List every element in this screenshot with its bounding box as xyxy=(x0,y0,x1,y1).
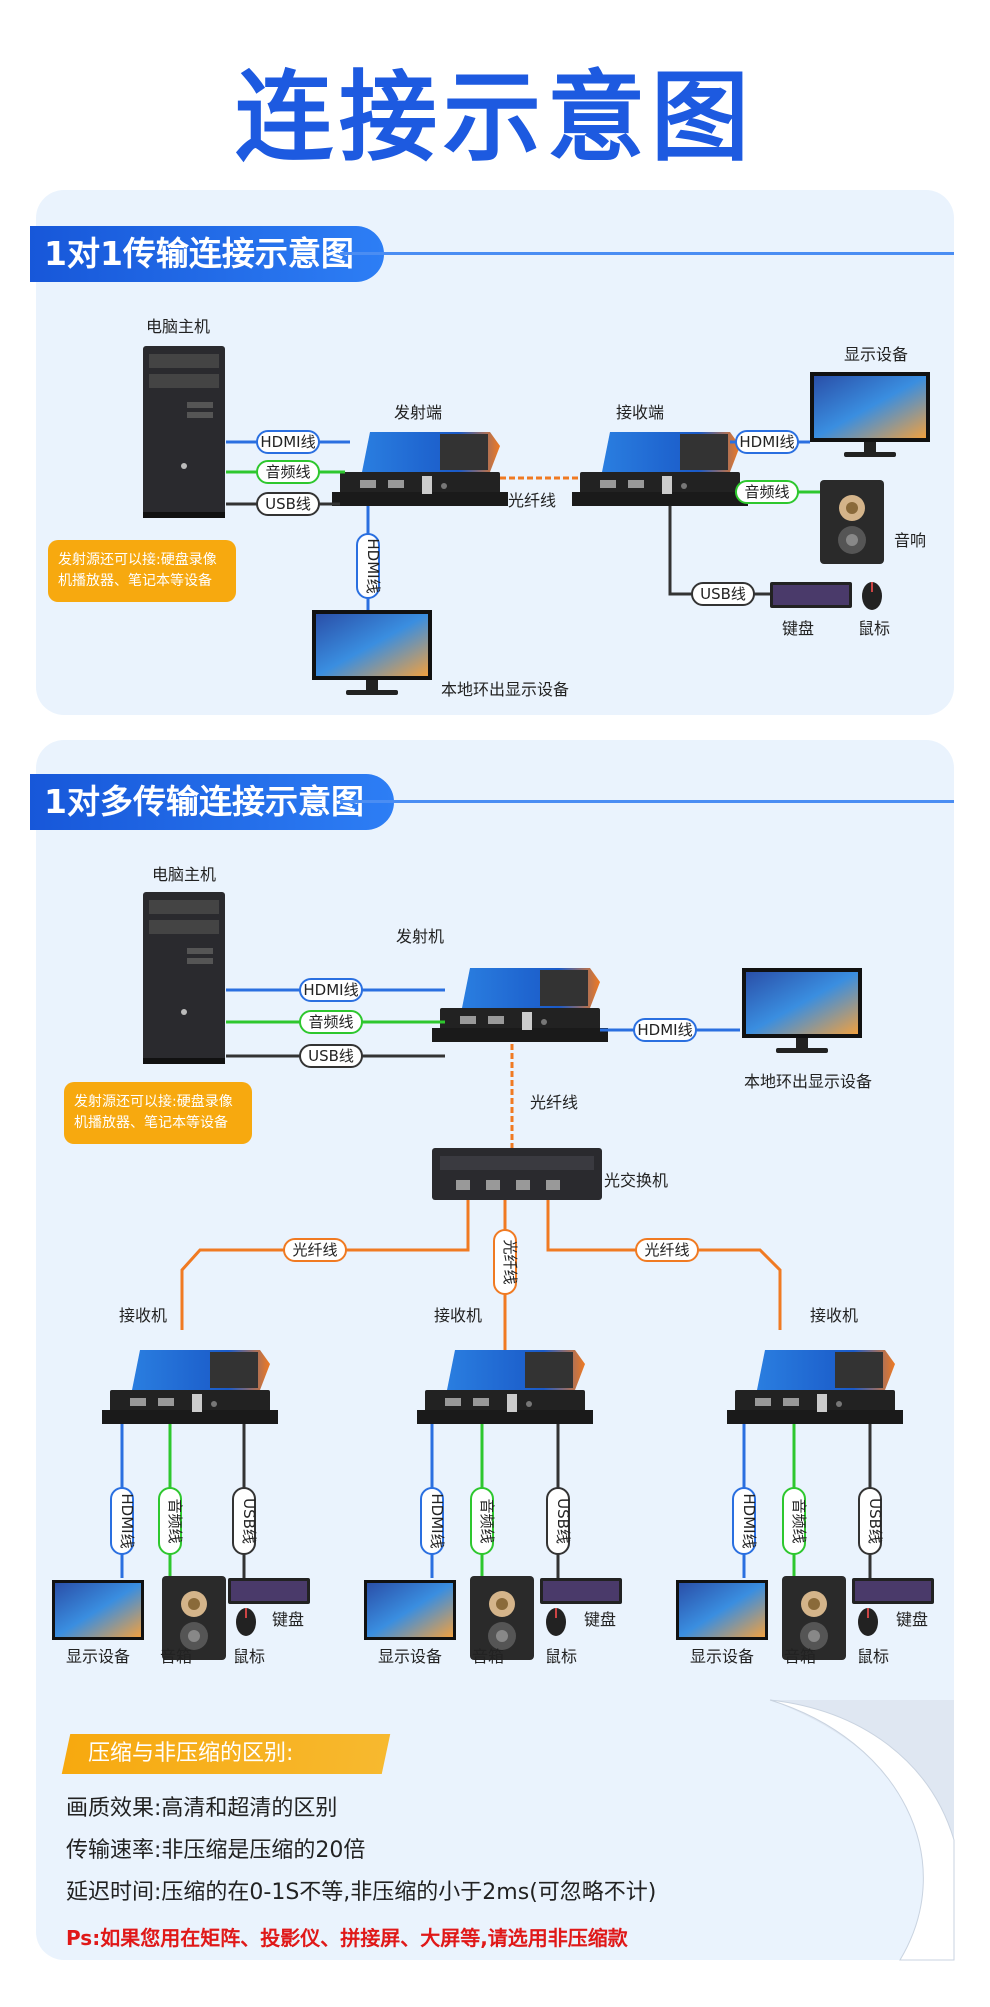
s2-fiber-label-top: 光纤线 xyxy=(530,1093,578,1112)
s2-rx1-usb-pill: USB线 xyxy=(240,1498,258,1544)
s1-speaker xyxy=(820,480,884,564)
section1-divider xyxy=(340,252,954,255)
s1-transmitter xyxy=(332,432,508,506)
difference-line-2: 传输速率:非压缩是压缩的20倍 xyxy=(66,1838,366,1863)
s2-rx2-usb-pill: USB线 xyxy=(554,1498,572,1544)
s2-fiber-right xyxy=(546,1200,782,1330)
s2-rx3-mouse-label: 鼠标 xyxy=(857,1647,889,1666)
s2-rx2-keyboard-label: 键盘 xyxy=(584,1610,616,1629)
s2-switch-label: 光交换机 xyxy=(604,1171,668,1190)
s1-local-display xyxy=(312,610,432,695)
s1-source-note: 发射源还可以接:硬盘录像机播放器、笔记本等设备 xyxy=(48,540,236,602)
page-title: 连接示意图 xyxy=(234,61,755,175)
section2-tab: 1对多传输连接示意图 xyxy=(30,774,394,830)
s2-rx3-hdmi-pill: HDMI线 xyxy=(740,1493,758,1548)
s2-source-note: 发射源还可以接:硬盘录像机播放器、笔记本等设备 xyxy=(64,1082,252,1144)
s2-rx3-speaker-label: 音箱 xyxy=(784,1647,816,1666)
s1-hdmi-pill: HDMI线 xyxy=(260,433,315,451)
s2-pc-tower xyxy=(143,892,225,1064)
s1-display-label: 显示设备 xyxy=(844,345,908,364)
s1-keyboard-label: 键盘 xyxy=(782,619,814,638)
s1-local-display-label: 本地环出显示设备 xyxy=(441,680,569,699)
s2-receiver-group-1: 接收机 HDMI线 音频线 USB线 显示设备 音箱 鼠标 键盘 xyxy=(52,1306,310,1666)
s2-rx1-hdmi-pill: HDMI线 xyxy=(118,1493,136,1548)
s1-tx-label: 发射端 xyxy=(394,403,442,422)
s2-rx3-label: 接收机 xyxy=(810,1306,858,1325)
s2-rx1-keyboard-label: 键盘 xyxy=(272,1610,304,1629)
s2-hdmi-pill: HDMI线 xyxy=(303,981,358,999)
s2-pc-label: 电脑主机 xyxy=(152,865,216,884)
s2-local-display xyxy=(742,968,862,1053)
s1-usb-pill: USB线 xyxy=(265,495,311,513)
s2-fiber-pill-right: 光纤线 xyxy=(644,1241,689,1259)
s2-rx3-audio-pill: 音频线 xyxy=(790,1498,808,1543)
s2-rx2-audio-pill: 音频线 xyxy=(478,1498,496,1543)
ps-warning: Ps:如果您用在矩阵、投影仪、拼接屏、大屏等,请选用非压缩款 xyxy=(66,1926,628,1950)
s1-audio-pill: 音频线 xyxy=(265,463,310,481)
section1-tab: 1对1传输连接示意图 xyxy=(30,226,384,282)
s2-audio-pill: 音频线 xyxy=(308,1013,353,1031)
s2-rx2-speaker-label: 音箱 xyxy=(472,1647,504,1666)
s2-rx2-hdmi-pill: HDMI线 xyxy=(428,1493,446,1548)
s2-fiber-pill-center: 光纤线 xyxy=(501,1239,519,1284)
s1-local-hdmi-pill: HDMI线 xyxy=(364,538,382,593)
s2-rx1-mouse-label: 鼠标 xyxy=(233,1647,265,1666)
difference-line-3: 延迟时间:压缩的在0-1S不等,非压缩的小于2ms(可忽略不计) xyxy=(66,1880,657,1905)
s2-rx2-display-label: 显示设备 xyxy=(378,1647,442,1666)
s1-display xyxy=(810,372,930,457)
s2-rx1-speaker-label: 音箱 xyxy=(160,1647,192,1666)
s2-fiber-pill-left: 光纤线 xyxy=(292,1241,337,1259)
s2-rx3-display-label: 显示设备 xyxy=(690,1647,754,1666)
s1-rx-audio-pill: 音频线 xyxy=(744,483,789,501)
s2-local-hdmi-pill: HDMI线 xyxy=(637,1021,692,1039)
s2-fiber-left xyxy=(180,1200,470,1330)
s1-pc-tower xyxy=(143,346,225,518)
s2-local-display-label: 本地环出显示设备 xyxy=(744,1072,872,1091)
s2-usb-pill: USB线 xyxy=(308,1047,354,1065)
s1-pc-label: 电脑主机 xyxy=(146,317,210,336)
s2-rx3-keyboard-label: 键盘 xyxy=(896,1610,928,1629)
s1-receiver xyxy=(572,432,748,506)
difference-heading-text: 压缩与非压缩的区别: xyxy=(88,1741,294,1766)
s1-rx-usb-pill: USB线 xyxy=(700,585,746,603)
s2-receiver-group-3: 接收机 HDMI线 音频线 USB线 显示设备 音箱 鼠标 键盘 xyxy=(676,1306,934,1666)
s1-mouse-label: 鼠标 xyxy=(858,619,890,638)
s2-rx1-audio-pill: 音频线 xyxy=(166,1498,184,1543)
s1-mouse xyxy=(861,581,883,611)
s2-receiver-group-2: 接收机 HDMI线 音频线 USB线 显示设备 音箱 鼠标 键盘 xyxy=(364,1306,622,1666)
s1-rx-label: 接收端 xyxy=(616,403,664,422)
section2-divider xyxy=(340,800,954,803)
s2-rx1-label: 接收机 xyxy=(119,1306,167,1325)
s1-rx-hdmi-pill: HDMI线 xyxy=(739,433,794,451)
s2-tx-label: 发射机 xyxy=(396,927,444,946)
s2-rx2-label: 接收机 xyxy=(434,1306,482,1325)
s2-optical-switch xyxy=(432,1148,602,1200)
s1-speaker-label: 音响 xyxy=(894,531,926,550)
difference-line-1: 画质效果:高清和超清的区别 xyxy=(66,1796,338,1821)
s2-rx2-mouse-label: 鼠标 xyxy=(545,1647,577,1666)
difference-heading: 压缩与非压缩的区别: xyxy=(61,1734,391,1774)
s1-fiber-label: 光纤线 xyxy=(508,491,556,510)
s2-rx1-display-label: 显示设备 xyxy=(66,1647,130,1666)
s1-keyboard xyxy=(770,582,852,608)
s2-rx3-usb-pill: USB线 xyxy=(866,1498,884,1544)
s2-transmitter xyxy=(432,968,608,1042)
